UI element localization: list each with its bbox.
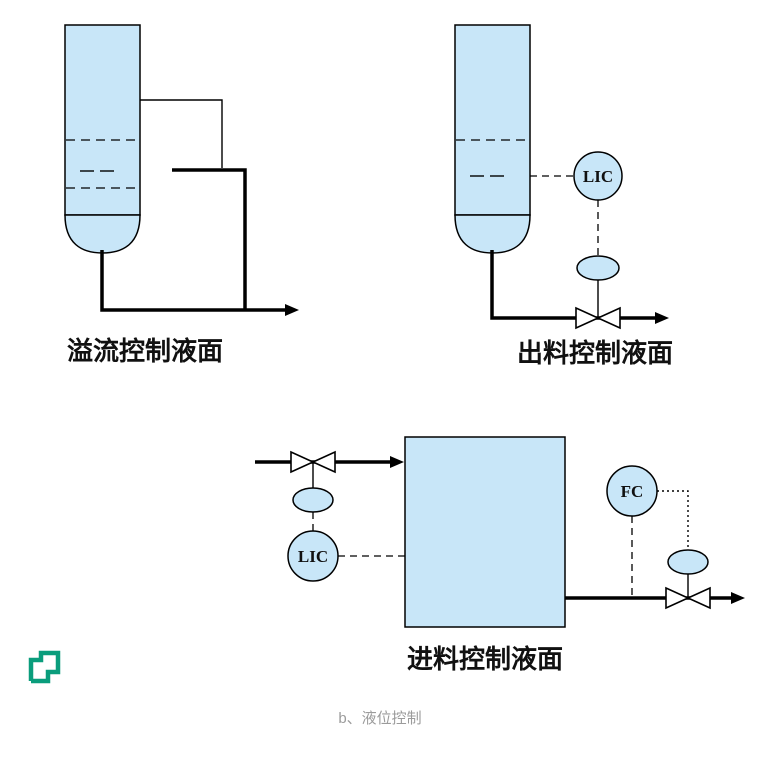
overflow-diagram: 溢流控制液面 bbox=[64, 24, 299, 366]
outlet-control-valve-icon bbox=[665, 586, 690, 610]
inlet-control-valve-icon bbox=[290, 450, 315, 474]
inlet-control-diagram: LIC FC 进料控制液面 bbox=[255, 436, 745, 674]
valve-actuator bbox=[667, 549, 709, 575]
inlet-control-valve-icon bbox=[311, 450, 336, 474]
flow-arrow-icon bbox=[285, 304, 299, 316]
outlet-diagram-label: 出料控制液面 bbox=[517, 339, 673, 368]
outlet-control-valve-icon bbox=[686, 586, 711, 610]
control-valve-icon bbox=[596, 306, 621, 330]
vessel-bottom-cap bbox=[64, 214, 141, 254]
outlet-control-diagram: LIC 出料控制液面 bbox=[454, 24, 673, 368]
vessel-body bbox=[64, 24, 141, 216]
valve-actuator bbox=[292, 487, 334, 513]
flow-arrow-icon bbox=[390, 456, 404, 468]
valve-actuator bbox=[576, 255, 620, 281]
overflow-standpipe bbox=[172, 168, 247, 310]
fc-tag-label: FC bbox=[621, 482, 644, 501]
overflow-connection-line bbox=[140, 99, 223, 168]
control-valve-icon bbox=[575, 306, 600, 330]
signal-line-fc-to-valve bbox=[657, 490, 689, 550]
overflow-diagram-label: 溢流控制液面 bbox=[67, 337, 223, 366]
flow-arrow-icon bbox=[731, 592, 745, 604]
tank-body bbox=[404, 436, 566, 628]
brand-logo bbox=[28, 650, 61, 684]
outlet-pipe bbox=[100, 250, 285, 312]
flow-arrow-icon bbox=[655, 312, 669, 324]
vessel-bottom-cap bbox=[454, 214, 531, 254]
lic-tag-label: LIC bbox=[298, 547, 328, 566]
figure-caption: b、液位控制 bbox=[338, 710, 421, 727]
vessel-body bbox=[454, 24, 531, 216]
inlet-diagram-label: 进料控制液面 bbox=[407, 645, 563, 674]
outlet-pipe bbox=[490, 250, 655, 320]
lic-tag-label: LIC bbox=[583, 167, 613, 186]
brand-logo-icon bbox=[28, 650, 61, 684]
